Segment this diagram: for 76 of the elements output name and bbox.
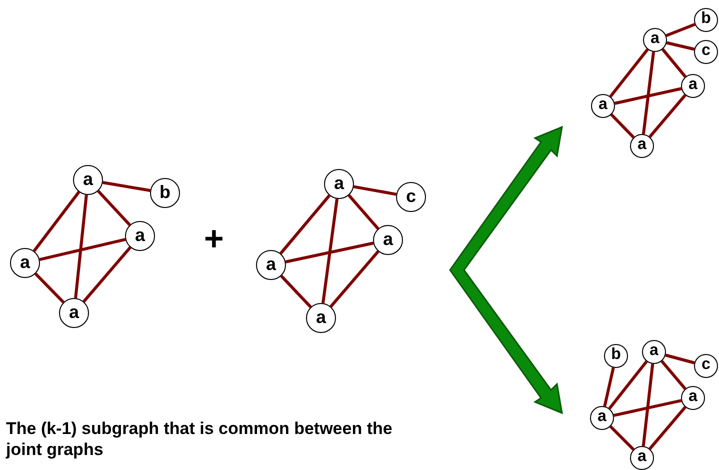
graph-edge — [280, 274, 312, 308]
graph-edge — [82, 246, 132, 303]
vertex-label: b — [611, 347, 621, 363]
vertex-circle — [256, 250, 286, 280]
graph-edge — [34, 272, 65, 304]
vertex-circle — [604, 344, 628, 368]
vertex-label: a — [638, 137, 646, 153]
graph-edge — [614, 87, 682, 105]
vertex-circle — [681, 74, 705, 98]
vertex-circle — [630, 446, 654, 470]
graph-edge — [613, 399, 682, 417]
vertex-label: a — [650, 31, 660, 47]
vertex-label: c — [702, 43, 710, 59]
graph-edge — [609, 425, 635, 451]
graph-edge — [603, 367, 615, 407]
graph-edge — [354, 185, 396, 196]
graph-edge — [665, 354, 695, 364]
graph-edge — [322, 198, 338, 304]
vertex-circle — [694, 354, 718, 378]
vertex-label: a — [316, 308, 326, 326]
vertex-label: a — [638, 449, 646, 465]
graph-edge — [608, 360, 648, 410]
note-text: The (k-1) subgraph that is common between the joint graphs — [6, 418, 394, 460]
vertex-circle — [59, 298, 89, 328]
vertex-circle — [373, 225, 403, 255]
vertex-circle — [694, 8, 718, 32]
graph-edge — [610, 114, 635, 138]
vertex-circle — [681, 386, 705, 410]
graph-edge — [648, 406, 686, 450]
vertex-label: a — [598, 409, 606, 425]
graph-edge — [97, 190, 131, 226]
vertex-label: a — [68, 303, 79, 321]
graph-edge — [102, 181, 150, 192]
vertex-circle — [150, 178, 180, 208]
vertex-label: b — [701, 11, 711, 27]
vertex-label: a — [650, 343, 658, 359]
vertex-circle — [694, 40, 718, 64]
vertex-circle — [324, 169, 354, 199]
vertex-label: a — [20, 253, 30, 271]
graph-edge — [666, 22, 696, 38]
graph-edge — [642, 364, 654, 446]
graph-edge — [660, 360, 686, 390]
graph-edge — [648, 94, 686, 138]
vertex-label: a — [134, 226, 145, 244]
vertex-circle — [642, 340, 666, 364]
vertex-label: a — [82, 170, 93, 188]
vertex-label: b — [160, 183, 170, 201]
vertex-circle — [306, 303, 336, 333]
graph-edge — [285, 242, 374, 264]
graph-edge — [280, 194, 330, 254]
graph-edge — [661, 48, 687, 78]
graph-edge — [348, 194, 380, 230]
vertex-label: a — [688, 389, 698, 405]
vertex-circle — [396, 182, 426, 212]
vertex-label: a — [598, 97, 608, 113]
graph-edge — [32, 191, 80, 252]
vertex-circle — [590, 406, 614, 430]
graph-edge — [609, 48, 649, 98]
vertex-circle — [73, 165, 103, 195]
graph-edge — [74, 194, 88, 298]
graph-edge — [642, 52, 656, 134]
vertex-circle — [591, 94, 615, 118]
plus-sign: + — [204, 222, 224, 256]
vertex-label: a — [266, 255, 276, 273]
vertex-label: a — [688, 77, 698, 93]
vertex-circle — [125, 221, 155, 251]
vertex-label: c — [702, 357, 710, 373]
vertex-circle — [643, 28, 667, 52]
vertex-circle — [10, 248, 40, 278]
graph-edge — [330, 250, 380, 308]
vertex-label: c — [406, 187, 416, 205]
vertex-circle — [630, 134, 654, 158]
vertex-label: a — [334, 174, 344, 192]
graph-edge — [666, 41, 695, 51]
vertex-label: a — [382, 230, 393, 248]
graph-edge — [39, 238, 126, 262]
